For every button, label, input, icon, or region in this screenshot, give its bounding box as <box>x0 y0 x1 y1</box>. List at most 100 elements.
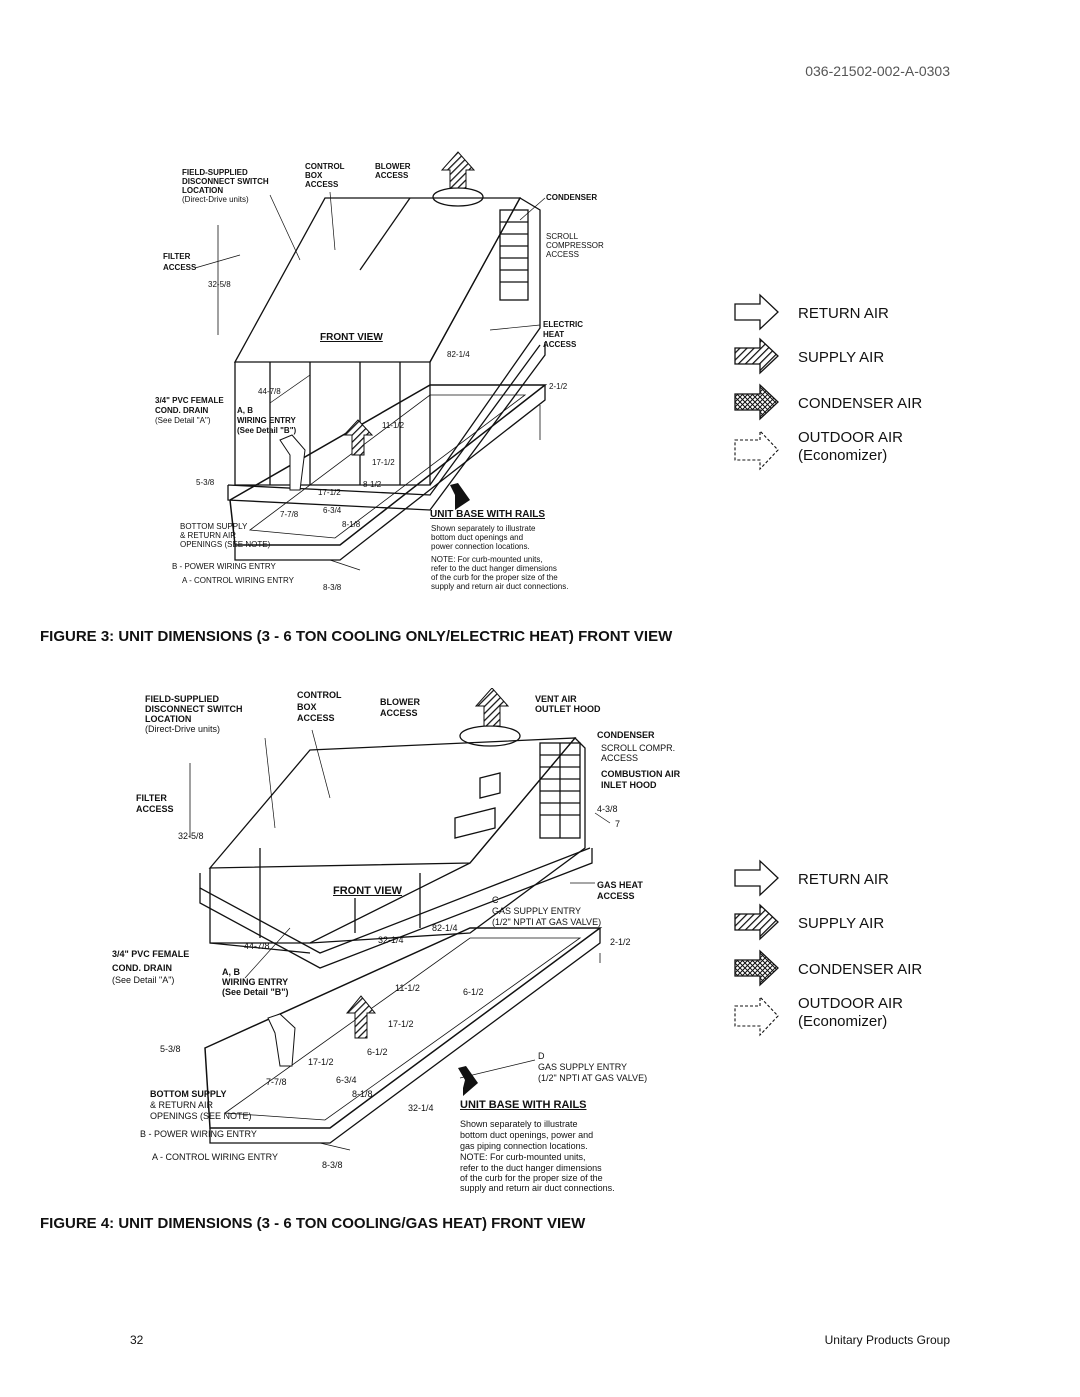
label-box-access: ACCESS <box>297 713 335 723</box>
dim-4-3-8: 4-3/8 <box>597 804 618 814</box>
label-gas-heat-access: ACCESS <box>597 891 635 901</box>
dim-32-5-8: 32-5/8 <box>208 280 231 289</box>
legend-economizer-label: (Economizer) <box>798 1013 888 1030</box>
blower-arrow-icon <box>440 151 476 189</box>
label-filter: FILTER <box>136 793 167 803</box>
label-filter-access: ACCESS <box>136 804 174 814</box>
outdoor-air-arrow-icon <box>734 995 779 1037</box>
label-cond-drain: COND. DRAIN <box>112 963 172 973</box>
dim-17-1-2-a: 17-1/2 <box>388 1019 414 1029</box>
condenser-air-arrow-icon <box>734 383 779 421</box>
label-field-supplied: FIELD-SUPPLIED <box>145 694 220 704</box>
supply-air-arrow-icon <box>734 903 779 941</box>
label-npti-c: (1/2" NPTI AT GAS VALVE) <box>492 917 602 927</box>
legend-supply-air: SUPPLY AIR <box>730 336 935 376</box>
dim-17-1-2-a: 17-1/2 <box>372 458 395 467</box>
dim-7-7-8: 7-7/8 <box>280 510 299 519</box>
note-line-1: Shown separately to illustrate <box>460 1119 578 1129</box>
note-line-2: bottom duct openings and <box>431 533 524 542</box>
supply-arrow-icon <box>345 995 377 1039</box>
legend-outdoor-air: OUTDOOR AIR (Economizer) <box>730 994 935 1042</box>
dim-32-1-4-a: 32-1/4 <box>378 935 404 945</box>
label-front-view: FRONT VIEW <box>320 332 383 343</box>
label-unit-base: UNIT BASE WITH RAILS <box>430 509 545 520</box>
label-blower: BLOWER <box>375 162 411 171</box>
dim-2-1-2: 2-1/2 <box>610 937 631 947</box>
return-air-arrow-icon <box>734 293 779 331</box>
dim-8-3-8: 8-3/8 <box>322 1160 343 1170</box>
label-openings: OPENINGS (SEE NOTE) <box>150 1111 252 1121</box>
label-return-air: & RETURN AIR <box>180 531 237 540</box>
label-condenser: CONDENSER <box>546 193 598 202</box>
note-line-5: refer to the duct hanger dimensions <box>431 564 557 573</box>
label-detail-a: (See Detail "A") <box>155 416 211 425</box>
dim-11-1-2: 11-1/2 <box>395 983 420 993</box>
label-unit-base: UNIT BASE WITH RAILS <box>460 1099 587 1111</box>
label-combustion-air: COMBUSTION AIR <box>601 769 681 779</box>
base-pointer-arrow-icon <box>450 483 470 510</box>
label-compressor: COMPRESSOR <box>546 241 604 250</box>
label-power-wiring: B - POWER WIRING ENTRY <box>140 1129 257 1139</box>
label-filter-access: ACCESS <box>163 263 197 272</box>
label-npti-d: (1/2" NPTI AT GAS VALVE) <box>538 1073 648 1083</box>
label-vent-air: VENT AIR <box>535 694 577 704</box>
label-a-b: A, B <box>237 406 253 415</box>
label-scroll-compr: SCROLL COMPR. <box>601 743 676 753</box>
company-name: Unitary Products Group <box>824 1333 950 1347</box>
figure-4-caption: FIGURE 4: UNIT DIMENSIONS (3 - 6 TON COO… <box>40 1215 586 1232</box>
label-return-air: & RETURN AIR <box>150 1100 214 1110</box>
label-detail-b: (See Detail "B") <box>222 987 289 997</box>
label-box-access: ACCESS <box>305 180 339 189</box>
note-line-4: NOTE: For curb-mounted units, <box>431 555 543 564</box>
note-line-7: supply and return air duct connections. <box>431 582 569 591</box>
return-arrow-icon <box>267 1013 296 1067</box>
label-pvc-female: 3/4" PVC FEMALE <box>112 949 190 959</box>
label-front-view: FRONT VIEW <box>333 885 403 897</box>
condenser-air-arrow-icon <box>734 949 779 987</box>
label-bottom-supply: BOTTOM SUPPLY <box>150 1089 227 1099</box>
note-line-5: refer to the duct hanger dimensions <box>460 1163 602 1173</box>
label-heat-access: ACCESS <box>543 340 577 349</box>
note-line-2: bottom duct openings, power and <box>460 1130 594 1140</box>
label-control-wiring: A - CONTROL WIRING ENTRY <box>182 576 295 585</box>
label-scroll: SCROLL <box>546 232 579 241</box>
dim-6-1-2-a: 6-1/2 <box>463 987 484 997</box>
label-scroll-access: ACCESS <box>601 753 639 763</box>
note-line-6: of the curb for the proper size of the <box>460 1173 603 1183</box>
page-number: 32 <box>130 1333 144 1347</box>
dim-82-1-4: 82-1/4 <box>432 923 458 933</box>
dim-32-5-8: 32-5/8 <box>178 831 204 841</box>
legend-return-air-label: RETURN AIR <box>798 305 889 322</box>
note-line-1: Shown separately to illustrate <box>431 524 536 533</box>
label-electric: ELECTRIC <box>543 320 583 329</box>
label-a-b: A, B <box>222 967 240 977</box>
label-location: LOCATION <box>182 186 224 195</box>
dim-5-3-8: 5-3/8 <box>160 1044 181 1054</box>
label-blower-access: ACCESS <box>380 708 418 718</box>
label-filter: FILTER <box>163 252 191 261</box>
legend-supply-air-label: SUPPLY AIR <box>798 915 885 932</box>
label-outlet-hood: OUTLET HOOD <box>535 704 601 714</box>
document-number: 036-21502-002-A-0303 <box>805 63 950 79</box>
label-compressor-access: ACCESS <box>546 250 579 259</box>
airflow-legend: RETURN AIR SUPPLY AIR CONDENSER AIR OUTD… <box>730 858 935 1043</box>
unit-drawing-electric <box>194 151 548 571</box>
label-direct-drive: (Direct-Drive units) <box>182 195 249 204</box>
label-power-wiring: B - POWER WIRING ENTRY <box>172 562 276 571</box>
label-gas-heat: GAS HEAT <box>597 880 643 890</box>
legend-outdoor-air-label: OUTDOOR AIR <box>798 429 904 446</box>
dim-5-3-8: 5-3/8 <box>196 478 215 487</box>
legend-return-air-label: RETURN AIR <box>798 871 889 888</box>
airflow-legend: RETURN AIR SUPPLY AIR CONDENSER AIR OUTD… <box>730 292 935 477</box>
return-air-arrow-icon <box>734 859 779 897</box>
dim-6-1-2-b: 6-1/2 <box>367 1047 388 1057</box>
figure-3: FIELD-SUPPLIED DISCONNECT SWITCH LOCATIO… <box>0 150 1080 605</box>
legend-condenser-air-label: CONDENSER AIR <box>798 395 923 412</box>
legend-return-air: RETURN AIR <box>730 858 935 898</box>
legend-outdoor-air: OUTDOOR AIR (Economizer) <box>730 428 935 476</box>
label-bottom-supply: BOTTOM SUPPLY <box>180 522 248 531</box>
label-openings: OPENINGS (SEE NOTE) <box>180 540 271 549</box>
dim-32-1-4-b: 32-1/4 <box>408 1103 434 1113</box>
label-wiring-entry: WIRING ENTRY <box>237 416 296 425</box>
note-line-3: power connection locations. <box>431 542 530 551</box>
